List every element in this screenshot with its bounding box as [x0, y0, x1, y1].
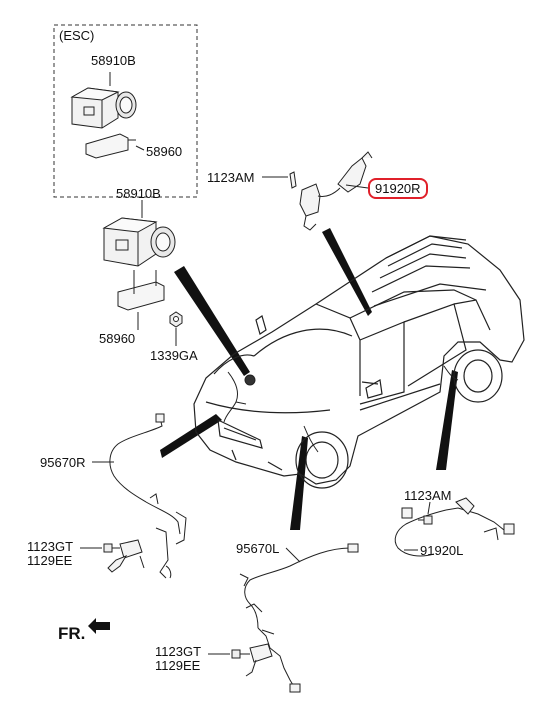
rear-left-sensor-label: 91920L — [420, 543, 464, 558]
front-direction-label: FR. — [58, 624, 86, 643]
modulator-part-label: 58910B — [116, 186, 161, 201]
front-left-sensor-cable — [239, 543, 359, 693]
leader-rl-1123am — [427, 501, 431, 515]
rear-left-bolt-label: 1123AM — [404, 488, 452, 503]
rear-right-bolt-label: 1123AM — [207, 170, 255, 185]
engine-bay-wiring — [223, 365, 459, 453]
fr-arrow — [88, 618, 110, 634]
pointer-rear-left — [436, 370, 458, 470]
front-left-bolt-label-a: 1123GT — [155, 644, 202, 659]
rear-right-sensor-callout[interactable]: 91920R — [368, 178, 428, 199]
rear-left-bolt — [418, 515, 433, 525]
front-right-bolt-label-b: 1129EE — [27, 553, 73, 568]
esc-leader-58960 — [135, 145, 145, 151]
bracket-part-label: 58960 — [99, 331, 136, 346]
front-left-sensor-head — [245, 643, 273, 677]
rear-right-sensor — [289, 151, 373, 231]
front-right-bolt-label-a: 1123GT — [27, 539, 74, 554]
esc-modulator-unit — [70, 87, 137, 129]
esc-title-label: (ESC) — [59, 28, 95, 43]
pointer-modulator — [174, 266, 250, 376]
pointer-rear-right — [322, 228, 372, 316]
front-right-sensor-cable — [109, 413, 187, 579]
front-left-bolt-label-b: 1129EE — [155, 658, 201, 673]
main-bracket — [117, 270, 165, 311]
front-left-bolt — [231, 649, 250, 659]
leader-95670l — [285, 547, 301, 563]
vehicle-outline — [193, 235, 525, 489]
pointer-front-left — [290, 436, 308, 530]
leader-rr-91920r — [345, 184, 369, 189]
front-right-sensor-label: 95670R — [40, 455, 86, 470]
main-modulator-unit — [102, 217, 176, 267]
nut-part-label: 1339GA — [150, 348, 198, 363]
pointer-front-right — [160, 414, 222, 458]
front-left-sensor-label: 95670L — [236, 541, 280, 556]
front-right-sensor-head — [107, 539, 145, 573]
esc-bracket — [85, 133, 136, 159]
esc-dashed-box — [53, 24, 198, 198]
front-right-bolt — [103, 543, 120, 553]
nut-1339ga — [169, 311, 183, 328]
esc-modulator-part-label: 58910B — [91, 53, 136, 68]
esc-bracket-part-label: 58960 — [146, 144, 183, 159]
